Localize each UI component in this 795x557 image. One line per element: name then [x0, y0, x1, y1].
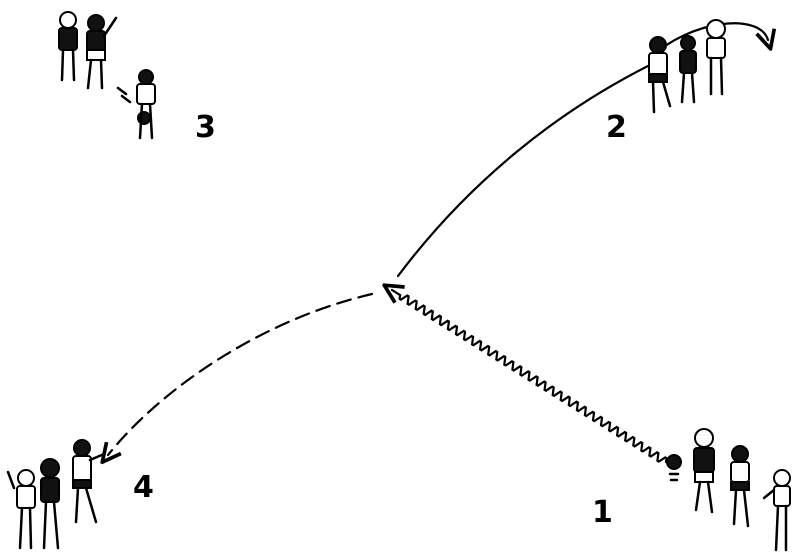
kids-group-station-2	[648, 19, 726, 114]
dribble-path-wavy	[392, 290, 668, 464]
kids-group-station-1	[666, 428, 791, 552]
kids-group-station-3	[58, 11, 156, 140]
ball-icon	[666, 454, 682, 470]
station-label-1: 1	[592, 495, 613, 530]
station-label-2: 2	[606, 110, 627, 145]
kid-figure	[58, 11, 78, 82]
kid-figure	[648, 36, 672, 114]
kid-figure	[679, 35, 697, 104]
kid-figure	[762, 469, 791, 552]
kid-figure	[730, 445, 750, 528]
station-label-3: 3	[195, 110, 216, 145]
station-label-4: 4	[133, 470, 154, 505]
kid-figure	[72, 439, 106, 524]
kid-figure	[6, 469, 36, 550]
kid-figure	[666, 428, 715, 514]
kid-figure	[40, 458, 60, 550]
kid-figure	[116, 69, 156, 140]
kids-group-station-4	[6, 439, 106, 550]
pass-path-to-station-4	[108, 292, 374, 455]
kid-figure	[86, 14, 118, 90]
pass-path-to-station-2	[396, 63, 652, 278]
kid-figure	[706, 19, 726, 96]
